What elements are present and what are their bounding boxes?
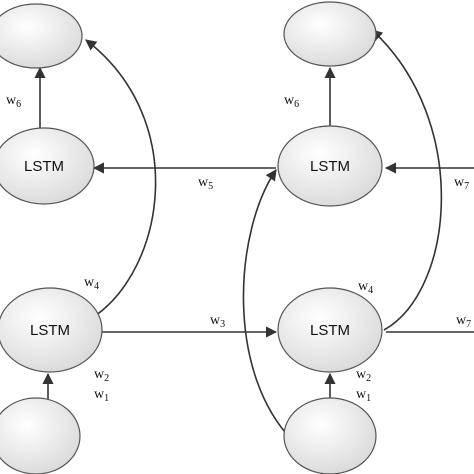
node-left-hidden-bottom-label: LSTM <box>30 322 70 339</box>
edge-right-skip-curve <box>371 29 443 331</box>
weight-label-w4-right: w4 <box>358 279 373 296</box>
weight-label-w2-left: w2 <box>94 367 109 384</box>
node-left-input <box>0 397 81 474</box>
node-left-top-output <box>0 3 83 69</box>
edge-right-input-curve <box>242 169 293 441</box>
weight-label-w7-right-top: w7 <box>454 175 469 192</box>
node-left-hidden-top: LSTM <box>0 127 95 205</box>
weight-label-w2-right: w2 <box>356 367 371 384</box>
node-right-hidden-bottom: LSTM <box>277 287 383 373</box>
node-right-input <box>283 397 377 474</box>
node-right-top-output <box>283 1 377 67</box>
weight-label-w1-right: w1 <box>356 387 371 404</box>
node-right-hidden-top-label: LSTM <box>310 158 350 175</box>
node-right-hidden-top: LSTM <box>277 125 383 207</box>
node-left-hidden-top-label: LSTM <box>24 158 64 175</box>
weight-label-w4-left: w4 <box>84 275 99 292</box>
weight-labels: w6 w5 w4 w3 w2 w1 w6 w7 w4 w7 w2 w1 <box>6 93 471 404</box>
weight-label-w5: w5 <box>198 175 213 192</box>
node-left-hidden-bottom: LSTM <box>0 287 103 373</box>
node-right-hidden-bottom-label: LSTM <box>310 322 350 339</box>
edge-left-skip-curve <box>85 39 157 319</box>
weight-label-w1-left: w1 <box>94 387 109 404</box>
nodes: LSTM LSTM LSTM LSTM <box>0 1 383 474</box>
weight-label-w7-right-bottom: w7 <box>456 313 471 330</box>
edges <box>34 29 474 441</box>
weight-label-w3: w3 <box>210 313 225 330</box>
weight-label-w6-left: w6 <box>6 93 21 110</box>
weight-label-w6-right: w6 <box>284 93 299 110</box>
